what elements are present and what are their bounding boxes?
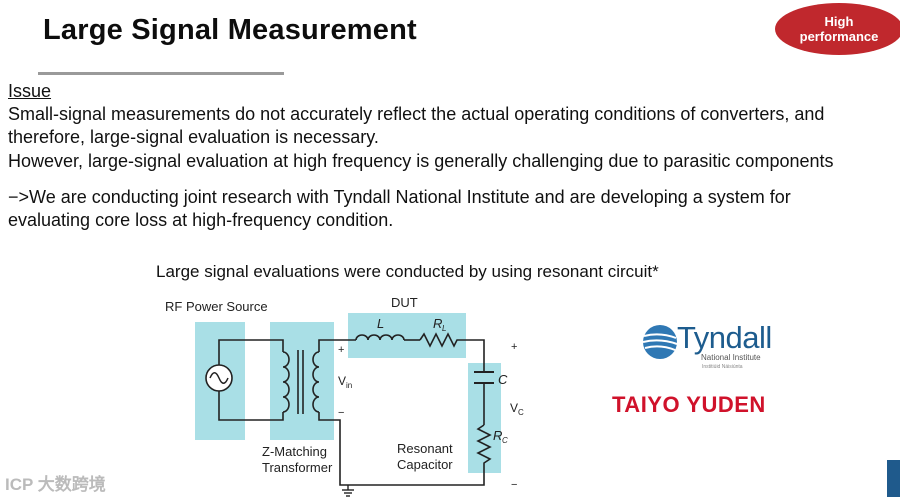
capacitor-label-line-1: Resonant bbox=[397, 441, 453, 456]
inductor-icon bbox=[355, 334, 405, 341]
tyndall-logo-text: Tyndall bbox=[677, 320, 772, 355]
vin-label: V bbox=[338, 374, 346, 388]
ground-icon bbox=[342, 485, 354, 497]
transformer-label-line-2: Transformer bbox=[262, 460, 333, 475]
capacitor-label-line-2: Capacitor bbox=[397, 457, 453, 472]
vin-plus: + bbox=[338, 344, 344, 356]
paragraph-3-line-1: −>We are conducting joint research with … bbox=[8, 187, 791, 207]
title-underline bbox=[38, 72, 284, 75]
paragraph-1-line-2: therefore, large-signal evaluation is ne… bbox=[8, 127, 379, 147]
issue-heading: Issue bbox=[8, 81, 52, 101]
vc-minus: − bbox=[511, 479, 517, 491]
paragraph-2: However, large-signal evaluation at high… bbox=[8, 151, 834, 171]
resistor-rl-icon bbox=[419, 332, 460, 348]
badge-line-1: High bbox=[824, 14, 854, 29]
resistor-rc-label: R bbox=[493, 428, 502, 443]
tyndall-globe-icon bbox=[642, 325, 678, 359]
paragraph-3-line-2: evaluating core loss at high-frequency c… bbox=[8, 210, 394, 230]
resistor-rc-icon bbox=[476, 424, 492, 470]
vc-plus: + bbox=[511, 341, 517, 353]
corner-logo-fragment bbox=[887, 460, 900, 497]
transformer-icon bbox=[282, 350, 320, 414]
resistor-rl-label: R bbox=[433, 316, 442, 331]
taiyo-yuden-logo: TAIYO YUDEN bbox=[612, 392, 766, 417]
vc-label: V bbox=[510, 401, 518, 415]
page-title: Large Signal Measurement bbox=[43, 14, 417, 46]
dut-highlight bbox=[348, 313, 466, 358]
circuit-caption: Large signal evaluations were conducted … bbox=[156, 262, 659, 281]
transformer-label-line-1: Z-Matching bbox=[262, 444, 327, 459]
paragraph-1-line-1: Small-signal measurements do not accurat… bbox=[8, 104, 825, 124]
capacitor-label: C bbox=[498, 372, 508, 387]
high-performance-badge: High performance bbox=[775, 3, 900, 55]
inductor-label: L bbox=[377, 316, 384, 331]
resistor-rl-subscript: L bbox=[442, 324, 446, 333]
rf-source-label: RF Power Source bbox=[165, 299, 268, 314]
tyndall-logo-irish: Institiúid Náisiúnta bbox=[702, 364, 743, 370]
tyndall-logo-subtitle: National Institute bbox=[701, 353, 761, 362]
vin-minus: − bbox=[338, 407, 344, 419]
dut-label: DUT bbox=[391, 295, 418, 310]
watermark: ICP 大数跨境 bbox=[5, 475, 106, 494]
vc-subscript: C bbox=[518, 408, 524, 417]
vin-subscript: in bbox=[346, 381, 352, 390]
badge-line-2: performance bbox=[799, 29, 879, 44]
resistor-rc-subscript: C bbox=[502, 436, 508, 445]
